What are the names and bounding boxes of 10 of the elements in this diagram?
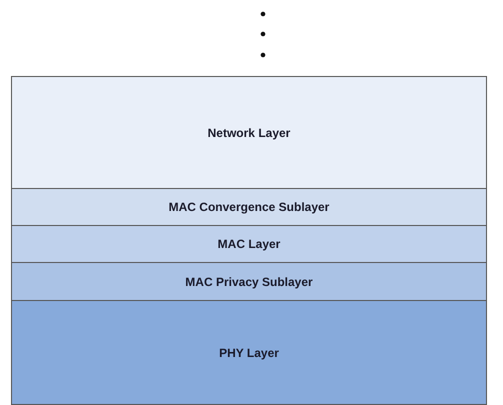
layer-label: MAC Convergence Sublayer [168, 200, 330, 214]
layer-label: MAC Layer [218, 237, 280, 251]
layer-box [11, 76, 487, 189]
layer-label: MAC Privacy Sublayer [185, 274, 313, 288]
layer-box [11, 225, 487, 263]
layer-box [11, 188, 487, 226]
layer-box [11, 300, 487, 405]
layer-label: Network Layer [208, 126, 290, 140]
layer-box [11, 262, 487, 301]
layer-label: PHY Layer [219, 346, 279, 360]
